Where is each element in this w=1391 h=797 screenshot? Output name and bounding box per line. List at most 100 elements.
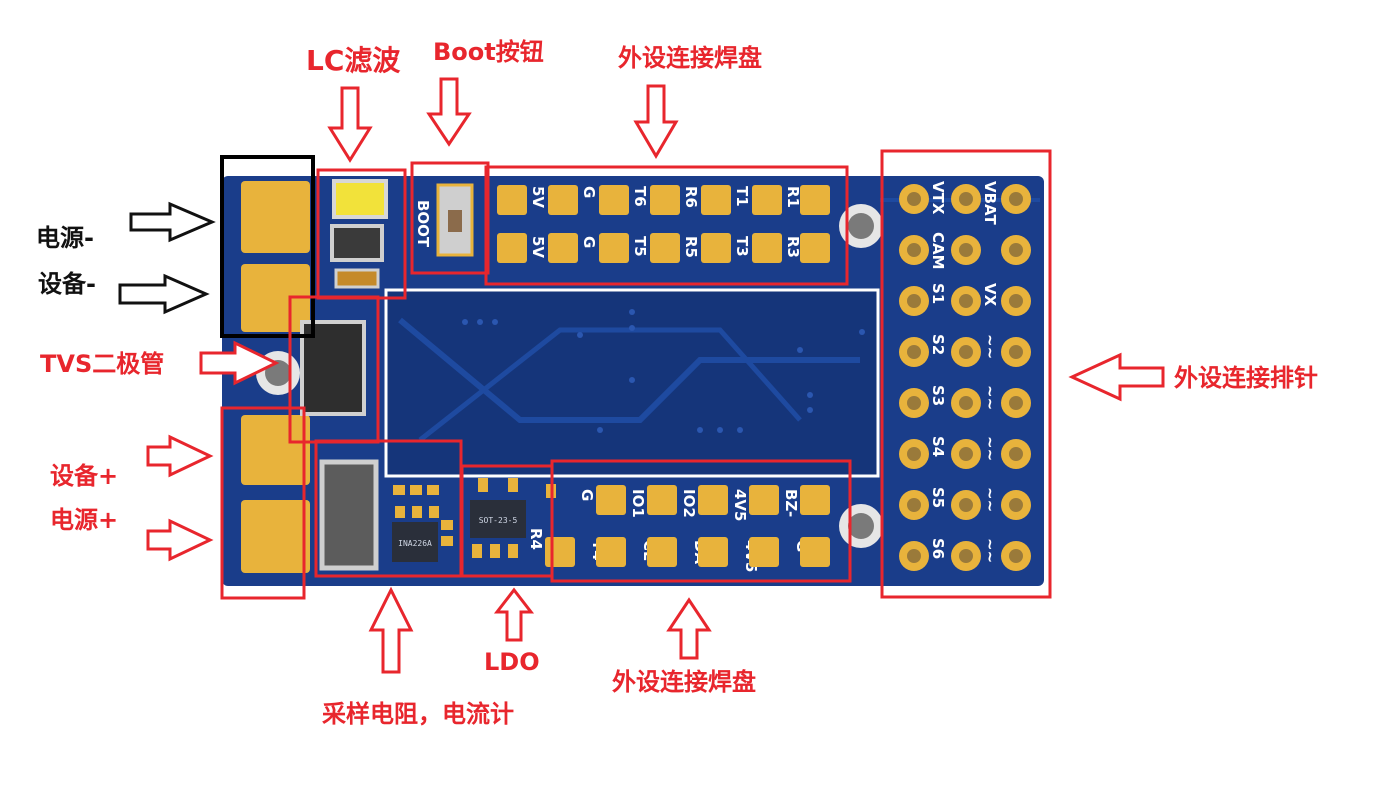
silk-label: ~~ bbox=[981, 436, 999, 461]
silk-label: VTX bbox=[929, 181, 947, 215]
silk-label: G bbox=[580, 236, 598, 248]
silk-label: S6 bbox=[929, 538, 947, 559]
label-header-pins: 外设连接排针 bbox=[1174, 364, 1318, 392]
box-positive-pads bbox=[220, 406, 306, 600]
trace bbox=[418, 327, 802, 442]
pad-device-minus bbox=[241, 264, 310, 332]
pad bbox=[548, 233, 578, 263]
inductor-component bbox=[332, 179, 388, 219]
silk-label: S3 bbox=[929, 385, 947, 406]
box-boot bbox=[410, 161, 490, 275]
label-pads-top: 外设连接焊盘 bbox=[618, 44, 762, 72]
silk-label: S4 bbox=[929, 436, 947, 457]
tvs-component bbox=[300, 320, 366, 416]
silk-label: ~~ bbox=[981, 538, 999, 563]
pad bbox=[749, 485, 779, 515]
arrow-ldo bbox=[493, 587, 535, 642]
silk-label: CAM bbox=[929, 232, 947, 270]
pad bbox=[701, 233, 731, 263]
silk-label: S1 bbox=[929, 283, 947, 304]
label-ldo: LDO bbox=[484, 648, 540, 676]
highlight-boxes bbox=[220, 149, 1052, 600]
silk-label: IO1 bbox=[629, 489, 647, 518]
pad-power-plus bbox=[241, 500, 310, 573]
box-header bbox=[880, 149, 1052, 599]
pad bbox=[548, 185, 578, 215]
current-sense-chip bbox=[392, 522, 438, 562]
ldo-chip-label: SOT-23-5 bbox=[479, 516, 518, 525]
chip-sense-label: INA226A bbox=[398, 539, 432, 548]
label-pads-bottom: 外设连接焊盘 bbox=[612, 668, 756, 696]
label-device-plus: 设备+ bbox=[50, 462, 118, 490]
silk-label: R3 bbox=[784, 236, 802, 258]
label-lc-filter: LC滤波 bbox=[306, 44, 401, 77]
silk-label: R5 bbox=[682, 236, 700, 258]
silk-label: T3 bbox=[733, 236, 751, 257]
label-tvs-diode: TVS二极管 bbox=[40, 350, 164, 378]
pad bbox=[749, 537, 779, 567]
vias bbox=[462, 309, 865, 433]
silk-label: BZ- bbox=[782, 489, 800, 517]
silk-label: S2 bbox=[929, 334, 947, 355]
silk-label: R1 bbox=[784, 186, 802, 208]
pad bbox=[650, 233, 680, 263]
silk-label: ~~ bbox=[981, 334, 999, 359]
pad-power-minus bbox=[241, 181, 310, 253]
silk-label: 4V5 bbox=[731, 489, 749, 521]
silk-label: VX bbox=[981, 283, 999, 307]
silk-label: T5 bbox=[631, 236, 649, 257]
pad bbox=[752, 185, 782, 215]
silk-label: T6 bbox=[631, 186, 649, 207]
resistor-component bbox=[334, 268, 380, 289]
label-power-minus: 电源- bbox=[36, 224, 94, 252]
box-negative-pads bbox=[220, 155, 315, 338]
silk-label: 5V bbox=[529, 186, 547, 208]
pad bbox=[647, 537, 677, 567]
silk-label: T1 bbox=[733, 186, 751, 207]
pad bbox=[800, 485, 830, 515]
arrow-sense bbox=[368, 586, 414, 674]
pad bbox=[698, 485, 728, 515]
pad bbox=[650, 185, 680, 215]
box-top-pads bbox=[484, 165, 849, 286]
capacitor-component bbox=[330, 224, 384, 262]
silk-boot: BOOT bbox=[414, 200, 432, 248]
arrow-tvs bbox=[199, 340, 280, 386]
pad-device-plus bbox=[241, 415, 310, 485]
arrow-power-plus bbox=[146, 518, 214, 562]
silk-label: 5V bbox=[529, 236, 547, 258]
silk-label: ~~ bbox=[981, 385, 999, 410]
silk-label: R6 bbox=[682, 186, 700, 208]
arrow-top-pads bbox=[633, 84, 679, 159]
pad bbox=[698, 537, 728, 567]
label-boot-button: Boot按钮 bbox=[433, 38, 544, 66]
pad bbox=[497, 185, 527, 215]
arrow-bottom-pads bbox=[666, 597, 712, 660]
arrows bbox=[118, 77, 1165, 674]
box-bottom-pads bbox=[550, 459, 852, 583]
sense-resistor-component bbox=[319, 459, 379, 571]
ldo-chip bbox=[470, 500, 526, 538]
pad bbox=[701, 185, 731, 215]
pad bbox=[497, 233, 527, 263]
pad bbox=[599, 233, 629, 263]
silk-label: G bbox=[578, 489, 596, 501]
arrow-header bbox=[1068, 352, 1165, 402]
annotation-labels: LC滤波 Boot按钮 外设连接焊盘 外设连接排针 电源- 设备- TVS二极管… bbox=[36, 38, 1318, 728]
pad bbox=[752, 233, 782, 263]
pad bbox=[596, 537, 626, 567]
label-device-minus: 设备- bbox=[38, 270, 96, 298]
arrow-device-minus bbox=[118, 273, 210, 315]
trace bbox=[398, 317, 860, 423]
silk-label: S5 bbox=[929, 487, 947, 508]
pad bbox=[545, 537, 575, 567]
silk-label: ~~ bbox=[981, 487, 999, 512]
pad bbox=[647, 485, 677, 515]
silk-r4: R4 bbox=[527, 528, 545, 550]
